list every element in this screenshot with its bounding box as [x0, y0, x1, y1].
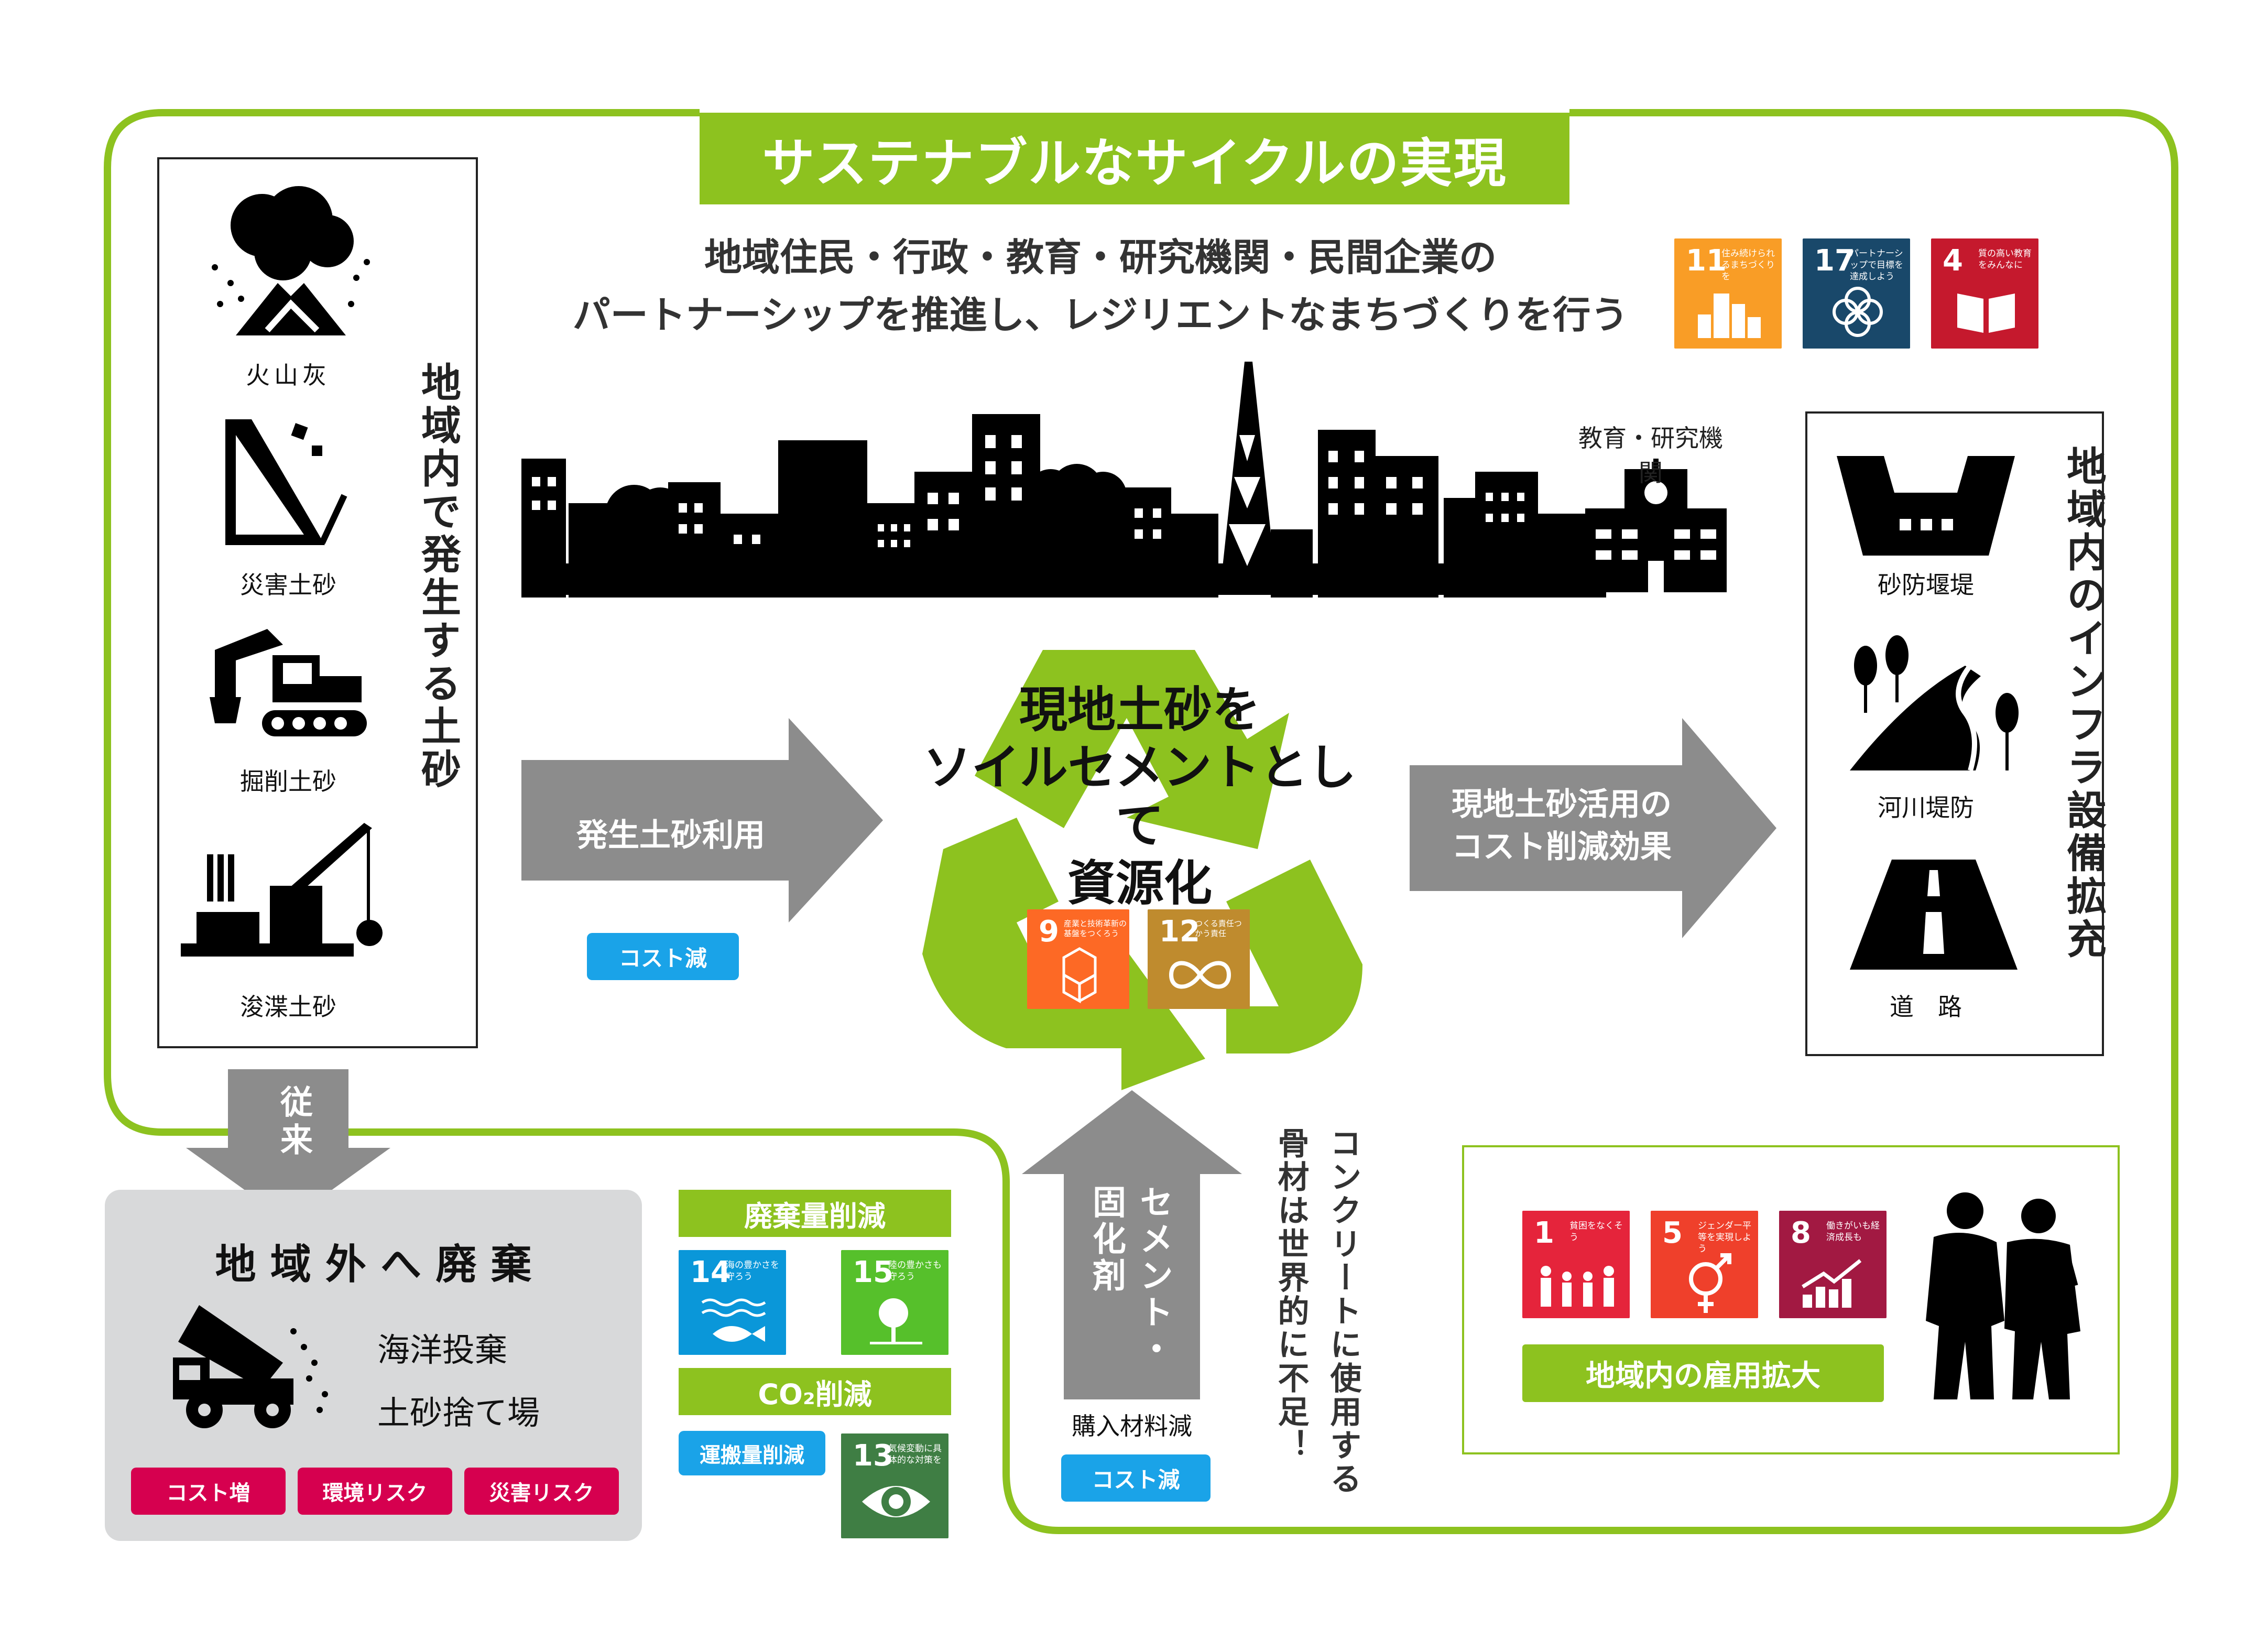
dredger-icon — [181, 823, 383, 957]
partnership-line-2: パートナーシップを推進し、レジリエントなまちづくりを行う — [572, 293, 1629, 337]
left-arrow-cost-badge: コスト減 — [587, 933, 739, 980]
concrete-note-line-2: 骨材は世界的に不足！ — [1272, 1127, 1309, 1462]
employment-panel — [1462, 1145, 2120, 1454]
right-arrow-shape — [1410, 718, 1776, 938]
right-item-sabo-dam: 砂防堰堤 — [1878, 571, 1974, 599]
partnership-line-1: 地域住民・行政・教育・研究機関・民間企業の — [704, 235, 1497, 279]
sabo-dam-icon — [1837, 456, 2015, 556]
conventional-item-ocean: 海洋投棄 — [377, 1331, 508, 1369]
center-title-line-2: ソイルセメントとして — [923, 740, 1357, 854]
conventional-label: 従来 — [275, 1085, 313, 1160]
center-title-line-1: 現地土砂を — [1019, 682, 1260, 738]
left-item-dredged-soil: 浚渫土砂 — [240, 993, 336, 1021]
landslide-icon — [225, 419, 347, 545]
up-arrow-line-1: セメント・ — [1134, 1185, 1173, 1368]
risk-disaster-badge: 災害リスク — [464, 1468, 619, 1515]
river-levee-icon — [1850, 635, 2019, 772]
left-arrow-shape — [521, 718, 883, 922]
left-item-volcanic-ash: 火山灰 — [246, 361, 331, 389]
right-item-road: 道 路 — [1890, 993, 1962, 1021]
co2-reduction-label: CO₂削減 — [679, 1368, 951, 1415]
right-arrow-line-1: 現地土砂活用の — [1452, 786, 1672, 823]
up-arrow-cost-badge: コスト減 — [1061, 1454, 1211, 1502]
left-item-disaster-soil: 災害土砂 — [240, 571, 336, 599]
waste-reduction-label: 廃棄量削減 — [679, 1190, 951, 1237]
left-panel — [157, 157, 478, 1048]
volcanic-ash-icon — [212, 186, 370, 335]
dump-truck-icon — [173, 1305, 328, 1428]
left-item-excavated-soil: 掘削土砂 — [240, 767, 336, 796]
right-item-river-levee: 河川堤防 — [1878, 794, 1974, 822]
up-arrow-line-2: 固化剤 — [1087, 1185, 1126, 1295]
concrete-note-line-1: コンクリートに使用する — [1325, 1127, 1361, 1496]
right-arrow-line-2: コスト削減効果 — [1452, 829, 1672, 865]
excavator-icon — [210, 629, 367, 736]
risk-cost-badge: コスト増 — [131, 1468, 286, 1515]
risk-environment-badge: 環境リスク — [298, 1468, 452, 1515]
workers-silhouette-icon — [1926, 1192, 2080, 1399]
recycle-icon — [922, 650, 1362, 1090]
education-label: 教育・研究機関 — [1578, 424, 1723, 487]
employment-label: 地域内の雇用拡大 — [1522, 1344, 1884, 1402]
center-title-line-3: 資源化 — [1067, 855, 1212, 912]
city-skyline-icon — [521, 362, 1727, 598]
transport-reduction-badge: 運搬量削減 — [679, 1431, 825, 1475]
road-icon — [1850, 860, 2018, 970]
right-panel — [1805, 411, 2104, 1056]
page-title: サステナブルなサイクルの実現 — [700, 113, 1569, 204]
right-panel-title: 地域内のインフラ設備拡充 — [2060, 446, 2107, 961]
left-panel-title: 地域内で発生する土砂 — [415, 362, 461, 791]
up-arrow-shape — [1022, 1090, 1242, 1399]
conventional-item-dump: 土砂捨て場 — [377, 1394, 540, 1432]
left-arrow-label: 発生土砂利用 — [576, 817, 765, 854]
purchased-material-reduction: 購入材料減 — [1072, 1412, 1192, 1440]
conventional-heading: 地 域 外 へ 廃 棄 — [215, 1241, 532, 1288]
down-arrow-shape — [186, 1069, 390, 1221]
